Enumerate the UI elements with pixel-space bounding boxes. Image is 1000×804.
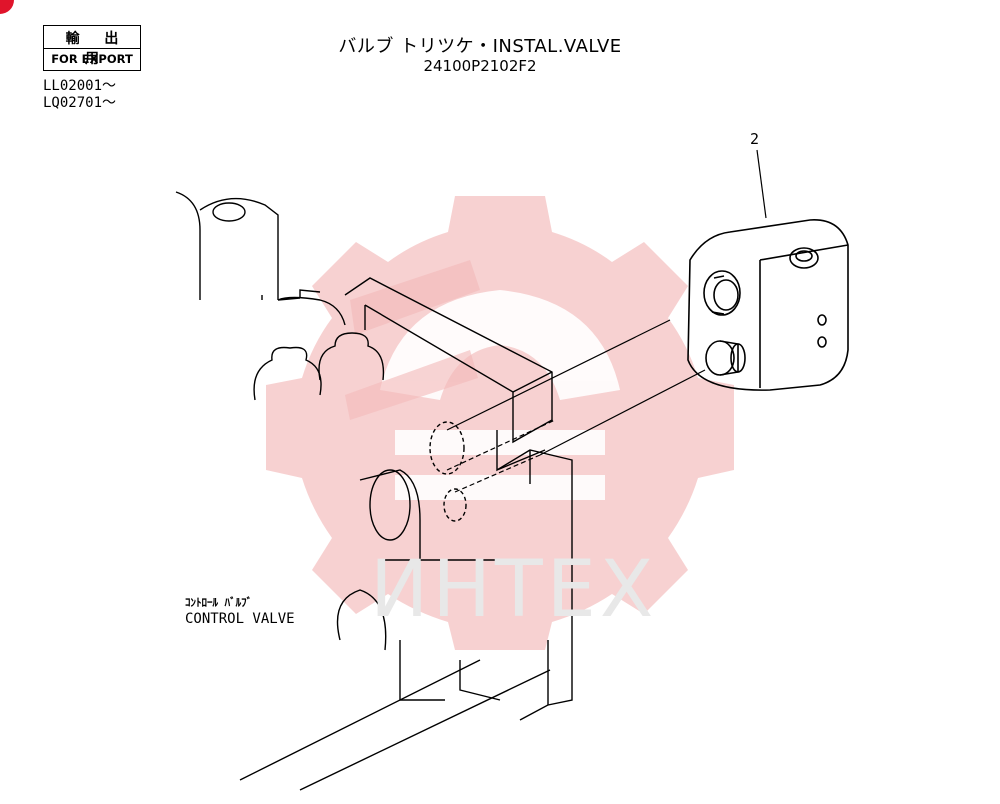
callout-number-2: 2 [750, 130, 760, 148]
control-valve-body [175, 191, 573, 791]
export-box-en: FOR EXPORT [51, 52, 133, 66]
serial-range-1: LL02001～ [43, 78, 117, 94]
callout-leader-2 [756, 149, 767, 219]
watermark-stripes [345, 260, 480, 420]
valve-item-2 [687, 219, 849, 391]
export-box: 輸 出 用 FOR EXPORT [43, 25, 141, 71]
export-box-divider [44, 48, 140, 49]
serial-range-2: LQ02701～ [43, 95, 117, 111]
assembly-lines [446, 319, 706, 493]
part-code: 24100P2102F2 [423, 57, 537, 75]
control-valve-label-en: CONTROL VALVE [185, 611, 295, 627]
control-valve-label-jp: ｺﾝﾄﾛｰﾙ ﾊﾞﾙﾌﾞ [185, 596, 253, 609]
export-box-jp: 輸 出 用 [65, 31, 129, 67]
watermark-text: ИНТЕХ [370, 545, 658, 635]
page-title: バルブ トリツケ・INSTAL.VALVE [338, 36, 622, 57]
